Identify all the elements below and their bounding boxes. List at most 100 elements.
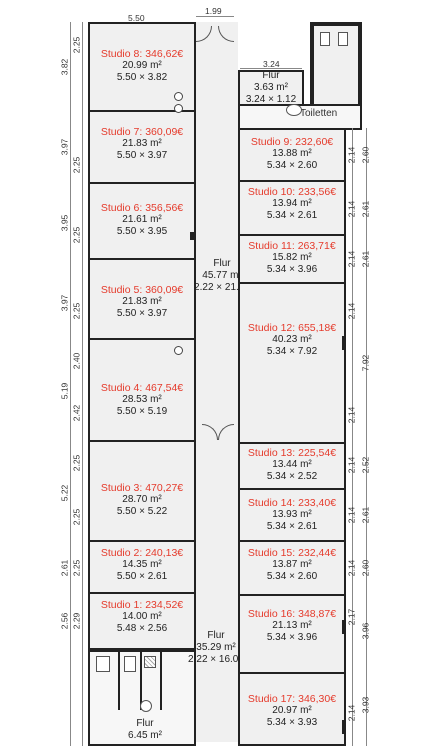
studio-6-label: Studio 6: 356,56€ 21.61 m² 5.50 × 3.95 xyxy=(90,202,194,238)
studio-13[interactable] xyxy=(238,442,346,490)
right-outer-dim-line xyxy=(366,128,367,746)
studio-1-dim-b: 2.29 xyxy=(71,612,82,630)
sink-icon xyxy=(286,104,302,116)
studio-16-dim-a: 3.96 xyxy=(360,622,371,640)
studio-4-name: Studio 4: 467,54€ xyxy=(100,382,184,394)
studio-5-dims: 5.50 × 3.97 xyxy=(116,308,168,319)
studio-9-label: Studio 9: 232,60€ 13.88 m² 5.34 × 2.60 xyxy=(240,136,344,172)
flur-small[interactable] xyxy=(238,70,304,106)
studio-2-area: 14.35 m² xyxy=(122,559,162,570)
studio-10-dim-a: 2.61 xyxy=(360,200,371,218)
flur-lower-dims: 2.22 × 16.00 xyxy=(188,654,244,665)
flur-bottom-label: Flur 6.45 m² xyxy=(110,718,180,742)
top-dim-wc: 3.24 xyxy=(263,59,280,69)
studio-16[interactable] xyxy=(238,594,346,674)
wall-marker xyxy=(342,336,346,350)
studio-9[interactable] xyxy=(238,128,346,182)
studio-5[interactable] xyxy=(88,258,196,340)
studio-11-dims: 5.34 × 3.96 xyxy=(266,264,318,275)
wall-marker xyxy=(342,620,346,634)
radiator-icon xyxy=(174,104,183,113)
studio-13-name: Studio 13: 225,54€ xyxy=(247,447,337,459)
studio-11-area: 15.82 m² xyxy=(272,252,312,263)
studio-12-dim-a: 7.92 xyxy=(360,354,371,372)
studio-12-label: Studio 12: 655,18€ 40.23 m² 5.34 × 7.92 xyxy=(240,322,344,358)
studio-13-dim-a: 2.52 xyxy=(360,456,371,474)
top-dim-line-corridor xyxy=(196,16,234,17)
studio-6-dim-b: 2.25 xyxy=(71,226,82,244)
shower-icon xyxy=(144,656,156,668)
studio-4-dim-c: 2.42 xyxy=(71,404,82,422)
studio-4[interactable] xyxy=(88,338,196,442)
studio-2-name: Studio 2: 240,13€ xyxy=(100,547,184,559)
flur-main-name: Flur xyxy=(213,258,231,269)
studio-14-dim-a: 2.61 xyxy=(360,506,371,524)
studio-7-area: 21.83 m² xyxy=(122,138,162,149)
studio-2[interactable] xyxy=(88,540,196,594)
top-dim-line-wc xyxy=(240,68,302,69)
toilet-icon xyxy=(124,656,136,672)
studio-16-name: Studio 16: 348,87€ xyxy=(247,608,337,620)
studio-12-dim-c: 2.14 xyxy=(346,406,357,424)
studio-3-area: 28.70 m² xyxy=(122,494,162,505)
studio-17-dims: 5.34 × 3.93 xyxy=(266,717,318,728)
studio-6-dim-a: 3.95 xyxy=(59,214,70,232)
studio-8-name: Studio 8: 346,62€ xyxy=(100,48,184,60)
studio-3-name: Studio 3: 470,27€ xyxy=(100,482,184,494)
studio-12-area: 40.23 m² xyxy=(272,334,312,345)
wall-marker xyxy=(342,720,346,734)
radiator-icon xyxy=(174,92,183,101)
flur-bottom-name: Flur xyxy=(136,718,154,729)
studio-17-dim-b: 2.14 xyxy=(346,704,357,722)
studio-17-name: Studio 17: 346,30€ xyxy=(247,693,337,705)
flur-small-name: Flur xyxy=(262,70,280,81)
radiator-icon xyxy=(174,346,183,355)
studio-5-label: Studio 5: 360,09€ 21.83 m² 5.50 × 3.97 xyxy=(90,284,194,320)
studio-10[interactable] xyxy=(238,180,346,236)
studio-1-dim-a: 2.56 xyxy=(59,612,70,630)
studio-5-name: Studio 5: 360,09€ xyxy=(100,284,184,296)
left-inner-dim-line xyxy=(82,22,83,746)
studio-11-dim-b: 2.14 xyxy=(346,250,357,268)
studio-2-label: Studio 2: 240,13€ 14.35 m² 5.50 × 2.61 xyxy=(90,547,194,583)
flur-lower-label: Flur 35.29 m² 2.22 × 16.00 xyxy=(186,630,246,666)
studio-8-area: 20.99 m² xyxy=(122,60,162,71)
studio-15-dim-b: 2.14 xyxy=(346,559,357,577)
studio-8-dim-b: 2.25 xyxy=(71,36,82,54)
flur-bottom-area: 6.45 m² xyxy=(128,730,162,741)
wc-partition-3 xyxy=(160,650,162,710)
studio-5-dim-a: 3.97 xyxy=(59,294,70,312)
studio-4-dims: 5.50 × 5.19 xyxy=(116,406,168,417)
studio-1-area: 14.00 m² xyxy=(122,611,162,622)
studio-3-dim-a: 5.22 xyxy=(59,484,70,502)
studio-12-name: Studio 12: 655,18€ xyxy=(247,322,337,334)
studio-8-dims: 5.50 × 3.82 xyxy=(116,72,168,83)
flur-small-area: 3.63 m² xyxy=(254,82,288,93)
studio-5-area: 21.83 m² xyxy=(122,296,162,307)
studio-15-label: Studio 15: 232,44€ 13.87 m² 5.34 × 2.60 xyxy=(240,547,344,583)
left-outer-dim-line xyxy=(70,22,71,746)
studio-17-area: 20.97 m² xyxy=(272,705,312,716)
flur-lower-name: Flur xyxy=(207,630,225,641)
studio-15[interactable] xyxy=(238,540,346,596)
flur-main-dims: 2.22 × 21.26 xyxy=(194,282,250,293)
studio-17[interactable] xyxy=(238,672,346,746)
wc-partition-1 xyxy=(118,650,120,710)
toilet-icon xyxy=(320,32,330,46)
sink-icon xyxy=(140,700,152,712)
studio-10-dim-b: 2.14 xyxy=(346,200,357,218)
studio-1[interactable] xyxy=(88,592,196,650)
studio-4-label: Studio 4: 467,54€ 28.53 m² 5.50 × 5.19 xyxy=(90,382,194,418)
studio-15-dim-a: 2.60 xyxy=(360,559,371,577)
studio-11-dim-a: 2.61 xyxy=(360,250,371,268)
studio-7[interactable] xyxy=(88,110,196,184)
studio-14-name: Studio 14: 233,40€ xyxy=(247,497,337,509)
studio-14-area: 13.93 m² xyxy=(272,509,312,520)
studio-8-label: Studio 8: 346,62€ 20.99 m² 5.50 × 3.82 xyxy=(90,48,194,84)
studio-15-dims: 5.34 × 2.60 xyxy=(266,571,318,582)
studio-12[interactable] xyxy=(238,282,346,444)
studio-1-label: Studio 1: 234,52€ 14.00 m² 5.48 × 2.56 xyxy=(90,599,194,635)
studio-3-dim-c: 2.25 xyxy=(71,508,82,526)
corridor-area xyxy=(196,22,238,742)
